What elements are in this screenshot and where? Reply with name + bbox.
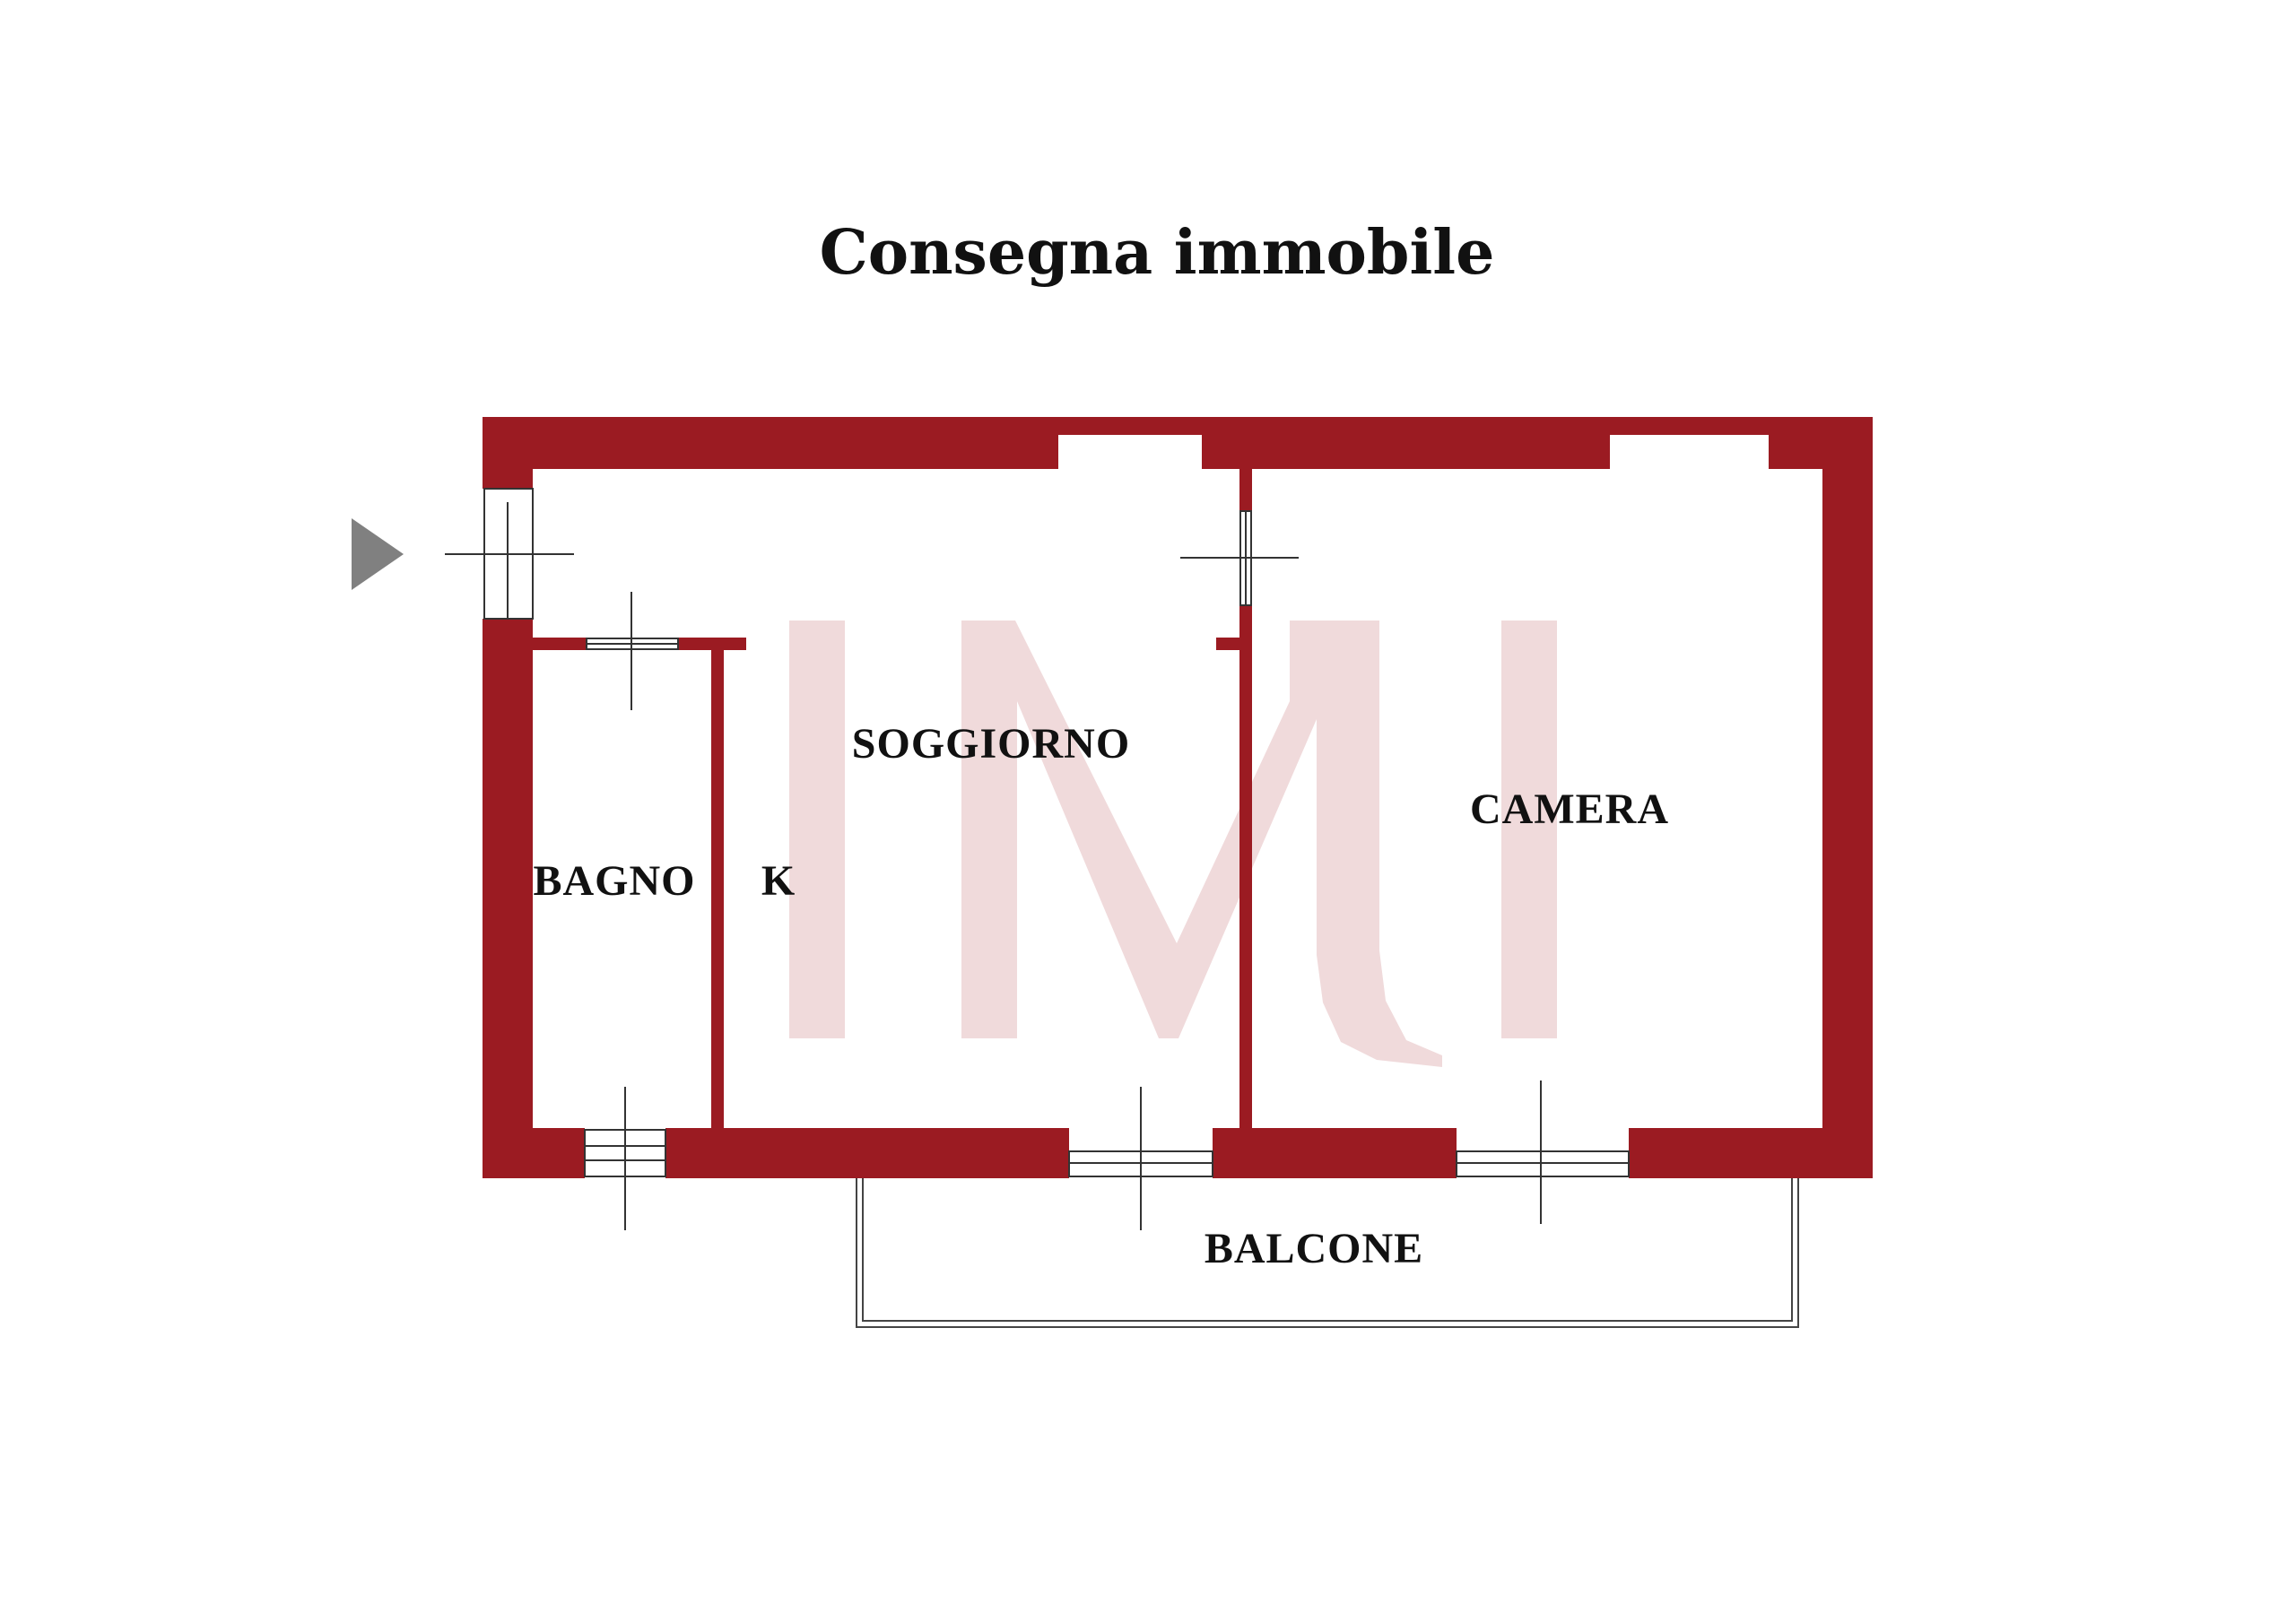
openings	[483, 488, 1630, 1177]
wall-interior-vertical-top	[1239, 466, 1252, 511]
wall-interior-vertical-bottom	[1239, 605, 1252, 1134]
room-label-camera: CAMERA	[1470, 785, 1669, 833]
door-cross-marks	[445, 502, 1542, 1230]
wall-left-bottom	[483, 619, 533, 1178]
room-label-kitchen: K	[761, 857, 796, 905]
watermark-letter-m	[961, 621, 1442, 1067]
wall-bagno-top-left	[533, 638, 587, 650]
wall-bottom-2	[665, 1128, 1069, 1178]
wall-bagno-right	[711, 638, 724, 1131]
room-label-bagno: BAGNO	[533, 857, 695, 905]
room-label-balcone: BALCONE	[1205, 1225, 1423, 1272]
wall-top-2	[1202, 417, 1610, 469]
entry-arrow-icon	[352, 518, 404, 590]
watermark-letter-i-right	[1501, 621, 1557, 1038]
imi-logo-watermark	[789, 621, 1557, 1067]
wall-right	[1822, 417, 1873, 1178]
wall-bottom-3	[1213, 1128, 1457, 1178]
wall-top-1	[483, 417, 1058, 469]
page-title: Consegna immobile	[820, 217, 1495, 289]
walls	[483, 417, 1873, 1178]
wall-bottom-4	[1629, 1128, 1873, 1178]
room-label-soggiorno: SOGGIORNO	[852, 720, 1130, 768]
wall-left-top	[483, 417, 533, 489]
wall-bottom-1	[483, 1128, 585, 1178]
wall-kitchen-top-stub	[1216, 638, 1239, 650]
watermark-letter-i-left	[789, 621, 845, 1038]
